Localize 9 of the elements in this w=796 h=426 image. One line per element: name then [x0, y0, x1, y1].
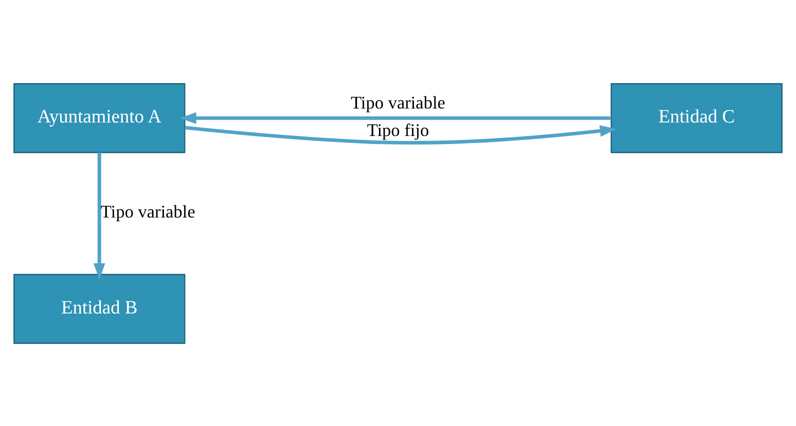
arrow: [180, 112, 612, 124]
node-box: Entidad C: [610, 82, 783, 153]
arrow: [184, 124, 617, 144]
arrow: [94, 152, 106, 280]
edge-label: Tipo variable: [100, 201, 196, 222]
node-box: Ayuntamiento A: [13, 82, 186, 153]
edge-label: Tipo variable: [350, 92, 446, 112]
edge-label: Tipo fijo: [366, 119, 430, 140]
node-box: Entidad B: [13, 273, 186, 344]
